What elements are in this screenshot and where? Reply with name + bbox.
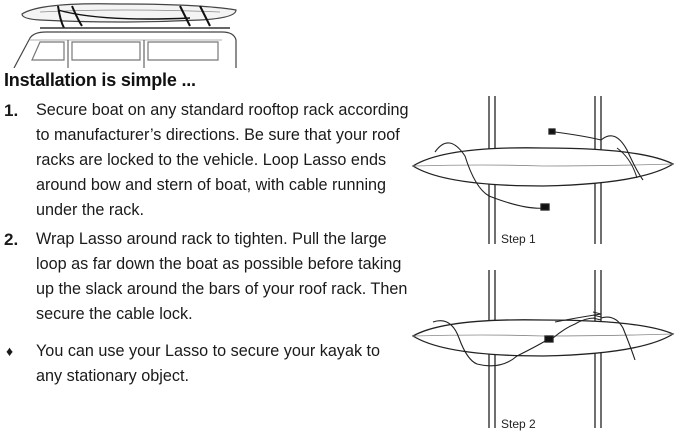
step-2-diagram [411,270,675,428]
step-1-label: Step 1 [501,232,536,246]
car-with-kayak-illustration [13,3,237,68]
tip-item: ♦ You can use your Lasso to secure your … [0,339,410,389]
step-1: 1. Secure boat on any standard rooftop r… [0,98,410,223]
step-2: 2. Wrap Lasso around rack to tighten. Pu… [0,227,410,327]
step-2-label: Step 2 [501,417,536,431]
diamond-bullet-icon: ♦ [6,343,14,359]
installation-steps: 1. Secure boat on any standard rooftop r… [0,98,410,393]
tip-text: You can use your Lasso to secure your ka… [36,342,381,385]
step-1-diagram [411,96,675,244]
step-1-number: 1. [4,101,19,120]
page-heading: Installation is simple ... [4,70,196,90]
step-1-text: Secure boat on any standard rooftop rack… [36,101,409,219]
installation-diagram: Step 1 Step 2 [411,96,675,431]
step-2-number: 2. [4,230,19,249]
step-2-text: Wrap Lasso around rack to tighten. Pull … [36,230,408,323]
